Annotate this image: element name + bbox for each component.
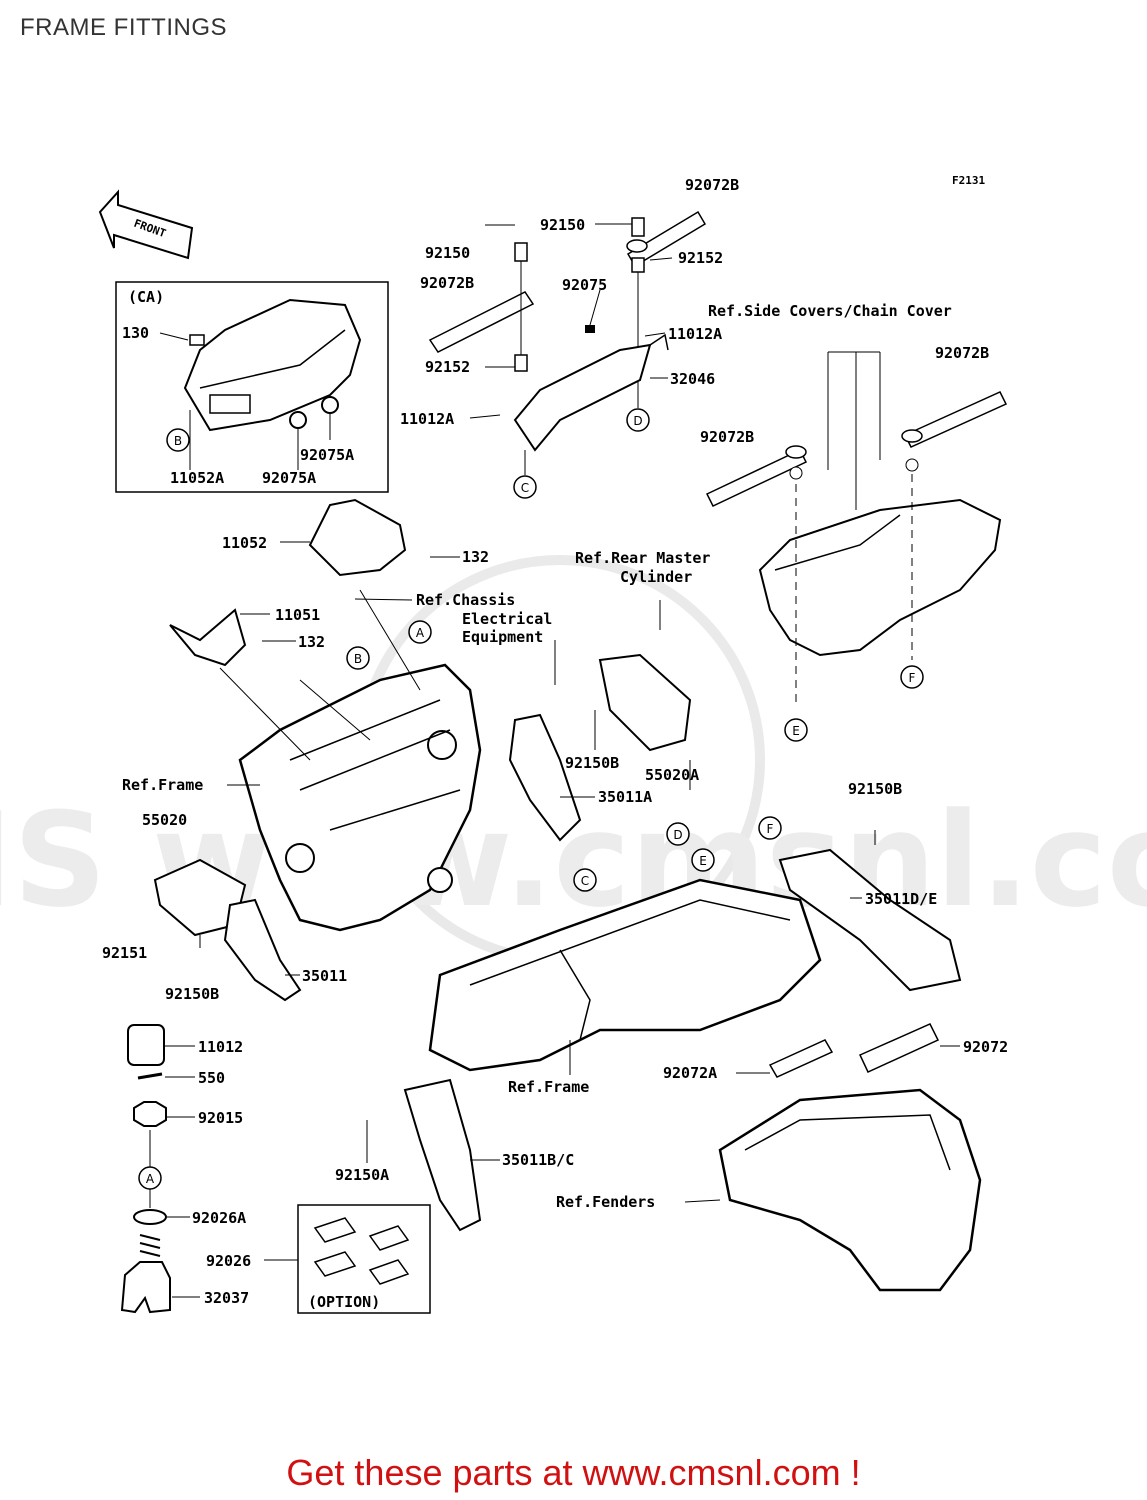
rear-fender	[718, 1023, 982, 1292]
label-92152-left: 92152	[425, 358, 470, 376]
seat-bracket-assembly	[428, 210, 707, 475]
ref-fenders: Ref.Fenders	[556, 1193, 655, 1211]
label-132-b: 132	[298, 633, 325, 651]
label-92015: 92015	[198, 1109, 243, 1127]
ref-rear-master-2: Cylinder	[620, 568, 692, 586]
callout-f-2: F	[758, 816, 782, 840]
label-11052A: 11052A	[170, 469, 224, 487]
svg-text:D: D	[633, 414, 642, 428]
ref-side-covers: Ref.Side Covers/Chain Cover	[708, 302, 952, 320]
label-130: 130	[122, 324, 149, 342]
label-92075A-a: 92075A	[300, 446, 354, 464]
label-92150B-right: 92150B	[848, 780, 902, 798]
svg-text:E: E	[699, 854, 707, 868]
footrest-brackets	[153, 653, 962, 1232]
callout-c-2: C	[573, 868, 597, 892]
label-92072B-top: 92072B	[685, 176, 739, 194]
label-11052: 11052	[222, 534, 267, 552]
callout-c-1: C	[513, 475, 537, 499]
label-92150-mid: 92150	[425, 244, 470, 262]
label-11012: 11012	[198, 1038, 243, 1056]
label-92026: 92026	[206, 1252, 251, 1270]
label-92072B-right: 92072B	[935, 344, 989, 362]
label-32046: 32046	[670, 370, 715, 388]
ref-chassis-3: Equipment	[462, 628, 543, 646]
label-35011DE: 35011D/E	[865, 890, 937, 908]
brackets-11051-11052	[169, 498, 421, 761]
callout-e-1: E	[784, 718, 808, 742]
label-92072: 92072	[963, 1038, 1008, 1056]
svg-text:A: A	[146, 1172, 155, 1186]
callout-a-2: A	[138, 1166, 162, 1190]
label-132-a: 132	[462, 548, 489, 566]
label-35011: 35011	[302, 967, 347, 985]
label-11012A-left: 11012A	[400, 410, 454, 428]
label-11051: 11051	[275, 606, 320, 624]
callout-d-1: D	[626, 408, 650, 432]
leader-lines	[165, 223, 960, 1298]
parts-diagram: CMS www.cmsnl.com FRONT F2131 (CA)	[0, 174, 1147, 1314]
callout-e-2: E	[691, 848, 715, 872]
ref-rear-master-1: Ref.Rear Master	[575, 549, 710, 567]
label-92152-top: 92152	[678, 249, 723, 267]
label-92150B-b: 92150B	[165, 985, 219, 1003]
side-cover-assembly	[705, 351, 1008, 705]
inset-ca-box: (CA)	[115, 281, 389, 493]
svg-text:B: B	[354, 652, 362, 666]
ref-frame-bottom: Ref.Frame	[508, 1078, 589, 1096]
main-frame	[238, 663, 482, 932]
svg-text:B: B	[174, 434, 182, 448]
label-55020A: 55020A	[645, 766, 699, 784]
callout-b-2: B	[166, 428, 190, 452]
ref-frame-left: Ref.Frame	[122, 776, 203, 794]
label-92026A: 92026A	[192, 1209, 246, 1227]
callout-a-1: A	[408, 620, 432, 644]
label-92072A: 92072A	[663, 1064, 717, 1082]
label-92075A-b: 92075A	[262, 469, 316, 487]
label-92150B-a: 92150B	[565, 754, 619, 772]
label-11012A-right: 11012A	[668, 325, 722, 343]
label-32037: 32037	[204, 1289, 249, 1307]
label-92075: 92075	[562, 276, 607, 294]
label-550: 550	[198, 1069, 225, 1087]
bumper-stack	[120, 1024, 171, 1314]
callout-b-1: B	[346, 646, 370, 670]
sub-frame	[428, 878, 822, 1072]
page-title: FRAME FITTINGS	[20, 14, 227, 41]
option-label: (OPTION)	[308, 1293, 380, 1311]
svg-text:D: D	[673, 828, 682, 842]
footer-link[interactable]: Get these parts at www.cmsnl.com !	[286, 1452, 861, 1493]
ref-chassis-2: Electrical	[462, 610, 552, 628]
label-35011BC: 35011B/C	[502, 1151, 574, 1169]
figure-code: F2131	[952, 174, 985, 187]
option-box: (OPTION)	[297, 1204, 431, 1314]
svg-text:C: C	[581, 874, 589, 888]
ref-chassis-1: Ref.Chassis	[416, 591, 515, 609]
label-92151: 92151	[102, 944, 147, 962]
label-92150A: 92150A	[335, 1166, 389, 1184]
label-92072B-left: 92072B	[420, 274, 474, 292]
callout-f-1: F	[900, 665, 924, 689]
front-arrow-icon: FRONT	[98, 189, 194, 260]
svg-text:E: E	[792, 724, 800, 738]
svg-text:F: F	[909, 671, 916, 685]
callout-d-2: D	[666, 822, 690, 846]
svg-text:F: F	[767, 822, 774, 836]
svg-text:A: A	[416, 626, 425, 640]
inset-label: (CA)	[128, 288, 164, 306]
label-92072B-center: 92072B	[700, 428, 754, 446]
label-35011A: 35011A	[598, 788, 652, 806]
label-55020: 55020	[142, 811, 187, 829]
svg-text:C: C	[521, 481, 529, 495]
label-92150-top: 92150	[540, 216, 585, 234]
